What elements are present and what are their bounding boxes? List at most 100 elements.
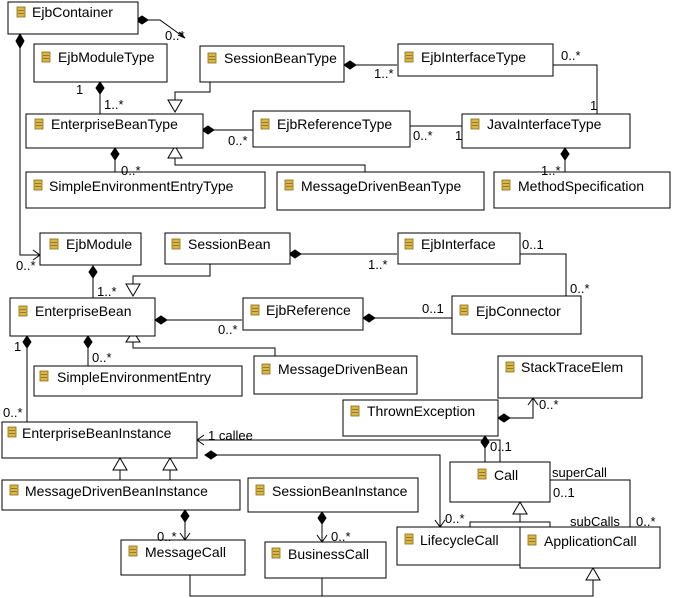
diamond-mdbinstance-messagecall xyxy=(180,509,190,523)
mult-simpleenv: 0..* xyxy=(121,163,141,178)
diamond-sessioninstance-businesscall xyxy=(317,511,327,525)
class-messagedrivenbean-label: MessageDrivenBean xyxy=(278,361,408,377)
class-simpleenvironmententry[interactable]: SimpleEnvironmentEntry xyxy=(33,365,243,397)
diamond-ejbmodule-bean xyxy=(88,265,98,279)
class-applicationcall[interactable]: ApplicationCall xyxy=(519,526,661,569)
class-enterprisebeantype-label: EnterpriseBeanType xyxy=(51,116,178,132)
class-javainterfacetype-label: JavaInterfaceType xyxy=(487,116,602,132)
class-stacktraceelem[interactable]: StackTraceElem xyxy=(497,355,643,399)
diamond-connector-ejbref xyxy=(362,313,376,323)
class-messagecall[interactable]: MessageCall xyxy=(120,539,246,576)
mult-container-moduletype: 0..* xyxy=(165,28,185,43)
multiplicity-labels: 0..* 1 1..* 1..* 0..* 1 0..* 0..* 1 0..*… xyxy=(3,28,656,544)
mult-messagecall: 0..* xyxy=(157,529,177,544)
class-simpleenvironmententrytype[interactable]: SimpleEnvironmentEntryType xyxy=(25,171,266,209)
edge-interfacetype-javatype xyxy=(553,64,598,114)
class-messagedrivenbeaninstance-label: MessageDrivenBeanInstance xyxy=(25,483,208,499)
class-ejbmodule-label: EjbModule xyxy=(66,236,132,252)
edge-mdb-gen xyxy=(132,342,276,356)
class-businesscall-label: BusinessCall xyxy=(288,546,369,562)
class-enterprisebeantype[interactable]: EnterpriseBeanType xyxy=(25,113,204,149)
mult-simpleentry: 0..* xyxy=(92,350,112,365)
mult-method: 1..* xyxy=(541,163,561,178)
diamond-instance-lifecycle xyxy=(204,450,218,460)
diamond-container-moduletype xyxy=(135,15,149,25)
tri-sessiontype-gen xyxy=(167,99,183,113)
class-messagecall-label: MessageCall xyxy=(145,544,226,560)
mult-ejbmodule: 0..* xyxy=(16,258,36,273)
edge-sessionbean-gen xyxy=(132,264,211,284)
class-ejbreference[interactable]: EjbReference xyxy=(242,297,364,331)
class-messagedrivenbeantype-label: MessageDrivenBeanType xyxy=(301,178,462,194)
class-enterprisebeaninstance[interactable]: EnterpriseBeanInstance xyxy=(1,421,198,459)
edge-call-supercall xyxy=(550,479,631,527)
class-messagedrivenbeaninstance[interactable]: MessageDrivenBeanInstance xyxy=(1,479,241,511)
mult-supercall-01: 0..1 xyxy=(553,485,575,500)
tri-sessioninstance-gen xyxy=(162,457,178,471)
diamond-container-ejbmodule xyxy=(15,32,25,50)
mult-ejbref: 0..* xyxy=(218,322,238,337)
arrow-container-moduletype xyxy=(177,31,186,39)
class-ejbconnector-label: EjbConnector xyxy=(476,303,561,319)
class-ejbreferencetype[interactable]: EjbReferenceType xyxy=(252,110,411,148)
mult-moduletype-beans: 1..* xyxy=(104,97,124,112)
class-methodspecification[interactable]: MethodSpecification xyxy=(493,171,671,209)
class-enterprisebeaninstance-label: EnterpriseBeanInstance xyxy=(22,425,172,441)
class-ejbmoduletype[interactable]: EjbModuleType xyxy=(33,43,168,83)
class-simpleenvironmententry-label: SimpleEnvironmentEntry xyxy=(57,369,211,385)
class-sessionbeaninstance[interactable]: SessionBeanInstance xyxy=(247,477,419,513)
tri-mdbinstance-gen xyxy=(112,457,128,471)
class-ejbmoduletype-label: EjbModuleType xyxy=(58,49,155,65)
edge-call-callee xyxy=(197,439,501,462)
mult-javainterface-one-right: 1 xyxy=(590,98,597,113)
class-ejbinterface-label: EjbInterface xyxy=(421,236,496,252)
mult-instance: 0..* xyxy=(3,405,23,420)
mult-callee: 1 callee xyxy=(208,428,253,443)
class-ejbmodule[interactable]: EjbModule xyxy=(39,232,142,266)
diamond-beantype-simpleenv xyxy=(110,147,120,161)
class-lifecyclecall[interactable]: LifecycleCall xyxy=(396,526,521,566)
diamond-bean-instance xyxy=(22,335,32,349)
tri-call-gen xyxy=(512,501,528,515)
class-lifecyclecall-label: LifecycleCall xyxy=(420,532,499,548)
mult-moduletype-one: 1 xyxy=(76,82,83,97)
edge-instance-lifecycle xyxy=(205,454,441,527)
class-messagedrivenbeantype[interactable]: MessageDrivenBeanType xyxy=(276,171,485,211)
tri-appcall-gen xyxy=(585,567,601,581)
class-ejbinterface[interactable]: EjbInterface xyxy=(397,232,521,265)
class-ejbinterfacetype-label: EjbInterfaceType xyxy=(421,49,526,65)
class-sessionbean[interactable]: SessionBean xyxy=(164,232,291,265)
mult-reference: 0..* xyxy=(228,133,248,148)
class-ejbinterfacetype[interactable]: EjbInterfaceType xyxy=(397,43,554,77)
class-ejbconnector[interactable]: EjbConnector xyxy=(451,295,582,335)
class-sessionbean-label: SessionBean xyxy=(188,236,271,252)
class-thrownexception[interactable]: ThrownException xyxy=(342,399,499,437)
edge-msg-business-appcall-gen xyxy=(189,575,594,597)
mult-reference-java: 0..* xyxy=(413,128,433,143)
class-ejbcontainer[interactable]: EjbContainer xyxy=(7,1,139,35)
class-javainterfacetype[interactable]: JavaInterfaceType xyxy=(461,113,631,149)
class-enterprisebean-label: EnterpriseBean xyxy=(35,303,132,319)
mult-bean: 1..* xyxy=(97,284,117,299)
mult-call-exc: 0..1 xyxy=(490,439,512,454)
mult-interface-many-top: 0..* xyxy=(561,48,581,63)
diamond-bean-ejbref xyxy=(154,315,168,325)
class-ejbreference-label: EjbReference xyxy=(266,302,351,318)
edge-container-moduletype xyxy=(145,19,186,39)
edge-sessiontype-gen xyxy=(174,82,211,100)
mult-javainterface-one: 1 xyxy=(455,128,462,143)
class-enterprisebean[interactable]: EnterpriseBean xyxy=(9,297,156,337)
class-sessionbeaninstance-label: SessionBeanInstance xyxy=(272,483,408,499)
class-call[interactable]: Call xyxy=(449,461,551,503)
class-stacktraceelem-label: StackTraceElem xyxy=(521,359,623,375)
class-businesscall[interactable]: BusinessCall xyxy=(264,541,387,579)
mult-ejbinterface: 1..* xyxy=(368,257,388,272)
mult-bean-one: 1 xyxy=(14,339,21,354)
class-sessionbeantype[interactable]: SessionBeanType xyxy=(199,45,345,83)
mult-ejbinterface-01: 0..1 xyxy=(522,237,544,252)
class-messagedrivenbean[interactable]: MessageDrivenBean xyxy=(253,355,418,395)
diamond-beantype-reftype xyxy=(201,125,215,135)
class-call-label: Call xyxy=(494,467,518,483)
mult-session-interface: 1..* xyxy=(374,66,394,81)
